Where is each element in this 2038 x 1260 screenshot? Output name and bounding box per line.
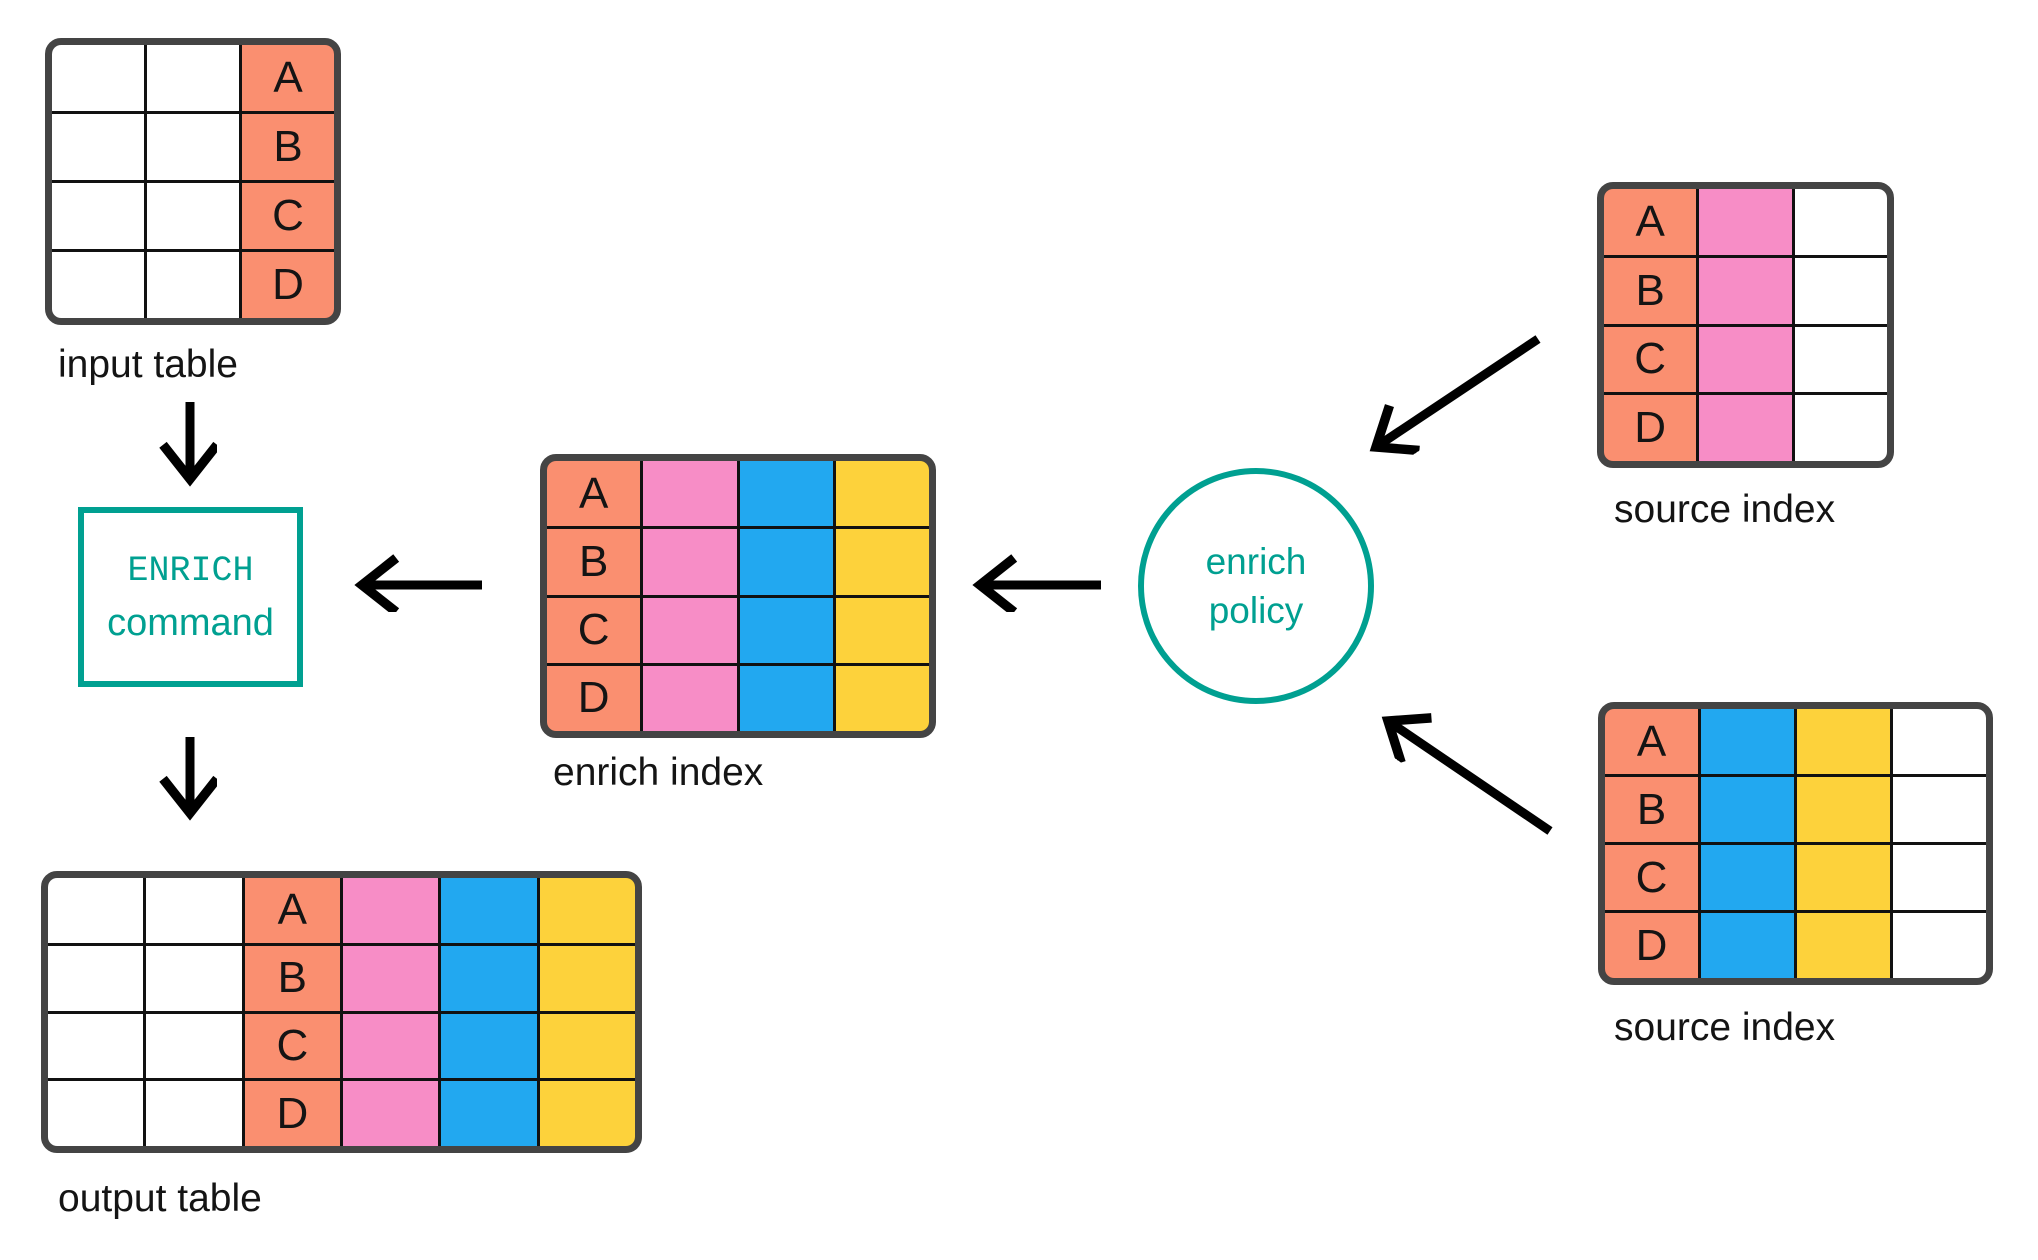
table-cell <box>1701 709 1794 774</box>
table-cell <box>539 878 635 943</box>
table-cell <box>1797 845 1890 910</box>
enrich-command-node: ENRICH command <box>78 507 303 687</box>
table-cell <box>1794 395 1887 461</box>
table-cell <box>343 878 439 943</box>
table-cell <box>441 1013 537 1079</box>
table-cell <box>643 461 737 527</box>
table-cell <box>48 1013 144 1079</box>
table-cell <box>643 665 737 731</box>
table-key-cell: A <box>244 878 340 943</box>
table-cell <box>146 1081 242 1146</box>
source-index-top-label: source index <box>1614 488 1836 531</box>
table-cell <box>643 597 737 663</box>
table-cell <box>48 945 144 1011</box>
table-cell <box>441 945 537 1011</box>
table-cell <box>146 878 242 943</box>
table-cell <box>48 878 144 943</box>
table-cell <box>343 1081 439 1146</box>
table-cell <box>1797 777 1890 842</box>
table-key-cell: D <box>242 252 334 318</box>
table-key-cell: A <box>547 461 641 527</box>
table-cell <box>52 183 144 249</box>
table-key-cell: A <box>1604 189 1697 255</box>
table-key-cell: C <box>547 597 641 663</box>
table-cell <box>441 1081 537 1146</box>
table-cell <box>52 114 144 180</box>
table-key-cell: B <box>242 114 334 180</box>
enrich-policy-node: enrich policy <box>1138 468 1374 704</box>
table-cell <box>1893 709 1986 774</box>
enrich-policy-line2: policy <box>1208 590 1304 631</box>
table-cell <box>539 945 635 1011</box>
table-cell <box>539 1081 635 1146</box>
table-cell <box>1699 326 1792 393</box>
table-cell <box>1893 777 1986 842</box>
table-cell <box>739 597 833 663</box>
table-cell <box>1797 709 1890 774</box>
table-cell <box>147 114 239 180</box>
enrich-command-line1: ENRICH <box>127 551 254 591</box>
table-cell <box>739 461 833 527</box>
table-cell <box>539 1013 635 1079</box>
table-key-cell: C <box>244 1013 340 1079</box>
table-cell <box>739 529 833 595</box>
table-key-cell: A <box>1605 709 1698 774</box>
table-cell <box>1893 913 1986 978</box>
table-cell <box>1699 257 1792 324</box>
table-cell <box>146 945 242 1011</box>
table-cell <box>48 1081 144 1146</box>
table-key-cell: A <box>242 45 334 111</box>
output-table-label: output table <box>58 1177 262 1220</box>
table-cell <box>1794 326 1887 393</box>
table-cell <box>52 45 144 111</box>
enrich-policy-line1: enrich <box>1205 541 1307 582</box>
table-cell <box>835 529 929 595</box>
table-cell <box>147 252 239 318</box>
table-key-cell: B <box>547 529 641 595</box>
table-cell <box>147 183 239 249</box>
input-table-label: input table <box>58 343 238 386</box>
table-key-cell: B <box>1604 257 1697 324</box>
table-cell <box>739 665 833 731</box>
table-cell <box>441 878 537 943</box>
table-cell <box>343 945 439 1011</box>
table-cell <box>146 1013 242 1079</box>
table-key-cell: B <box>244 945 340 1011</box>
source-index-bottom-label: source index <box>1614 1006 1836 1049</box>
table-cell <box>1893 845 1986 910</box>
table-cell <box>1699 395 1792 461</box>
enrich-index-label: enrich index <box>553 751 764 794</box>
table-cell <box>643 529 737 595</box>
arrow-source-top-to-policy <box>1376 335 1541 447</box>
table-cell <box>835 665 929 731</box>
table-key-cell: C <box>242 183 334 249</box>
table-cell <box>1701 777 1794 842</box>
table-cell <box>343 1013 439 1079</box>
table-key-cell: D <box>547 665 641 731</box>
table-key-cell: B <box>1605 777 1698 842</box>
table-key-cell: C <box>1605 845 1698 910</box>
table-key-cell: D <box>1604 395 1697 461</box>
table-cell <box>835 597 929 663</box>
table-key-cell: D <box>1605 913 1698 978</box>
table-cell <box>52 252 144 318</box>
table-cell <box>1701 845 1794 910</box>
table-cell <box>1794 257 1887 324</box>
enrich-command-line2: command <box>107 602 274 644</box>
table-cell <box>1701 913 1794 978</box>
table-cell <box>835 461 929 527</box>
table-key-cell: D <box>244 1081 340 1146</box>
table-cell <box>1797 913 1890 978</box>
table-cell <box>1794 189 1887 255</box>
table-cell <box>1699 189 1792 255</box>
arrow-source-bottom-to-policy <box>1388 721 1553 835</box>
table-key-cell: C <box>1604 326 1697 393</box>
table-cell <box>147 45 239 111</box>
